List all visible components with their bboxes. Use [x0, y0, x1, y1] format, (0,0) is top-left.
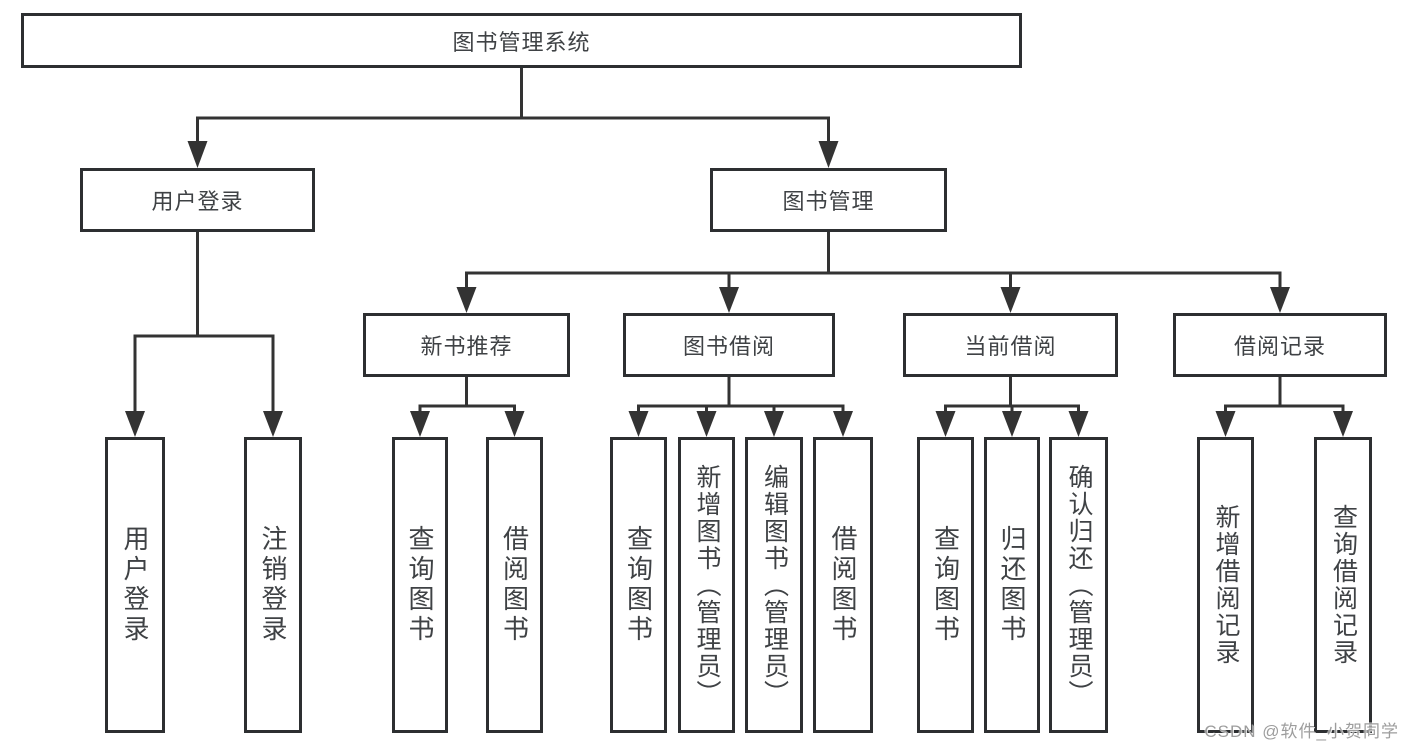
- arrow-down-icon: [833, 411, 853, 437]
- leaf-add-borrow-record: 新增借阅记录: [1197, 437, 1254, 733]
- leaf-confirm-return-admin: 确认归还（管理员）: [1049, 437, 1108, 733]
- arrow-down-icon: [504, 411, 525, 437]
- arrow-down-icon: [1215, 411, 1236, 437]
- leaf-query-books-recommend-label: 查询图书: [405, 525, 435, 645]
- leaf-return-book-label: 归还图书: [997, 525, 1027, 645]
- arrow-down-icon: [410, 411, 430, 437]
- arrow-down-icon: [1000, 287, 1021, 313]
- node-current-borrow: 当前借阅: [903, 313, 1118, 377]
- node-borrow-records: 借阅记录: [1173, 313, 1387, 377]
- node-library-management-system: 图书管理系统: [21, 13, 1022, 68]
- leaf-edit-book-admin-label: 编辑图书（管理员）: [760, 463, 789, 707]
- connector-arrowheads: [125, 141, 1353, 437]
- leaf-logout: 注销登录: [244, 437, 302, 733]
- leaf-add-book-admin: 新增图书（管理员）: [678, 437, 735, 733]
- arrow-down-icon: [187, 141, 208, 168]
- leaf-query-books-current-label: 查询图书: [930, 525, 961, 645]
- arrow-down-icon: [696, 411, 717, 437]
- watermark: CSDN @软件_小贺同学: [1204, 722, 1399, 741]
- arrow-down-icon: [818, 141, 839, 168]
- arrow-down-icon: [456, 287, 477, 313]
- arrow-down-icon: [1068, 411, 1089, 437]
- leaf-query-books-borrow: 查询图书: [610, 437, 667, 733]
- leaf-query-borrow-record-label: 查询借阅记录: [1329, 504, 1358, 666]
- arrow-down-icon: [263, 411, 283, 437]
- leaf-edit-book-admin: 编辑图书（管理员）: [745, 437, 803, 733]
- leaf-query-books-recommend: 查询图书: [392, 437, 448, 733]
- arrow-down-icon: [935, 411, 956, 437]
- leaf-borrow-books-recommend: 借阅图书: [486, 437, 543, 733]
- arrow-down-icon: [125, 411, 145, 437]
- leaf-add-borrow-record-label: 新增借阅记录: [1212, 504, 1240, 666]
- arrow-down-icon: [628, 411, 649, 437]
- leaf-return-book: 归还图书: [984, 437, 1040, 733]
- node-book-borrow: 图书借阅: [623, 313, 835, 377]
- leaf-logout-label: 注销登录: [258, 525, 288, 645]
- leaf-add-book-admin-label: 新增图书（管理员）: [693, 463, 721, 707]
- leaf-user-login: 用户登录: [105, 437, 165, 733]
- connector-edges: [133, 68, 1345, 415]
- leaf-borrow-books-recommend-label: 借阅图书: [499, 525, 530, 645]
- leaf-borrow-books-2-label: 借阅图书: [828, 525, 858, 645]
- arrow-down-icon: [719, 287, 739, 313]
- leaf-query-borrow-record: 查询借阅记录: [1314, 437, 1372, 733]
- leaf-query-books-borrow-label: 查询图书: [623, 525, 654, 645]
- leaf-user-login-label: 用户登录: [120, 525, 150, 645]
- leaf-query-books-current: 查询图书: [917, 437, 974, 733]
- node-new-book-recommend: 新书推荐: [363, 313, 570, 377]
- arrow-down-icon: [1270, 287, 1290, 313]
- arrow-down-icon: [1002, 411, 1022, 437]
- node-user-login: 用户登录: [80, 168, 315, 232]
- arrow-down-icon: [764, 411, 784, 437]
- arrow-down-icon: [1333, 411, 1353, 437]
- node-book-management: 图书管理: [710, 168, 947, 232]
- leaf-confirm-return-admin-label: 确认归还（管理员）: [1065, 463, 1093, 707]
- leaf-borrow-books-2: 借阅图书: [813, 437, 873, 733]
